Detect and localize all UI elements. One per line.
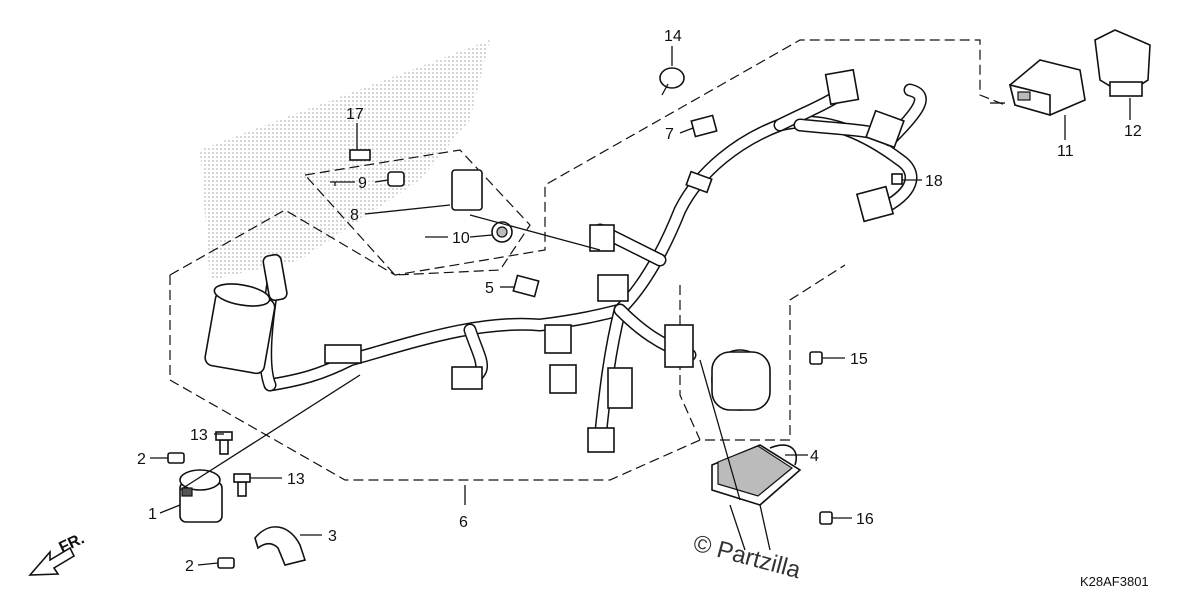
clip-upper [167,452,185,464]
harness-connectors [324,68,905,453]
callout-1: 1 [148,506,157,523]
callout-2-upper: 2 [137,451,146,468]
clip-lower [217,557,235,569]
callout-16: 16 [856,511,874,528]
group-outline-main [169,39,1006,276]
callout-13-upper: 13 [190,427,208,444]
watermark: © Partzilla [690,530,804,585]
bolt-16 [819,511,833,525]
callout-12: 12 [1124,123,1142,140]
callout-11: 11 [1057,143,1074,160]
bracket-assembly [349,149,513,243]
part-3-cap [254,526,307,566]
frame-stipple [200,40,490,280]
part-14-grommet [659,67,685,96]
callout-10: 10 [452,230,470,247]
callout-14: 14 [664,28,682,45]
callout-7: 7 [665,126,674,143]
callout-18: 18 [925,173,943,190]
part-18-clip [891,173,903,185]
callout-4: 4 [810,448,819,465]
ignition-coil-harness [204,253,288,375]
callout-3: 3 [328,528,337,545]
callout-13-lower: 13 [287,471,305,488]
diagram-code: K28AF3801 [1080,574,1149,589]
group-outline-bracket [304,149,531,276]
part-5-clip [512,274,540,298]
callout-8: 8 [350,207,359,224]
callout-17: 17 [346,106,364,123]
group-outline-lower [169,264,846,481]
leader-lines [150,46,1131,566]
part-7-clip [690,114,718,138]
callout-6: 6 [459,514,468,531]
direction-label: FR. [57,530,88,556]
callout-9: 9 [358,175,367,192]
bolt-15 [809,351,823,365]
callout-2-lower: 2 [185,558,194,575]
regulator-rectifier [711,349,802,506]
group-outline-regulator [679,285,701,441]
part-12-relay [1094,29,1151,97]
callout-15: 15 [850,351,868,368]
callout-5: 5 [485,280,494,297]
part-1-coil [179,469,223,523]
arrow-left-down-icon [28,546,76,576]
part-11-relay [1008,59,1086,117]
